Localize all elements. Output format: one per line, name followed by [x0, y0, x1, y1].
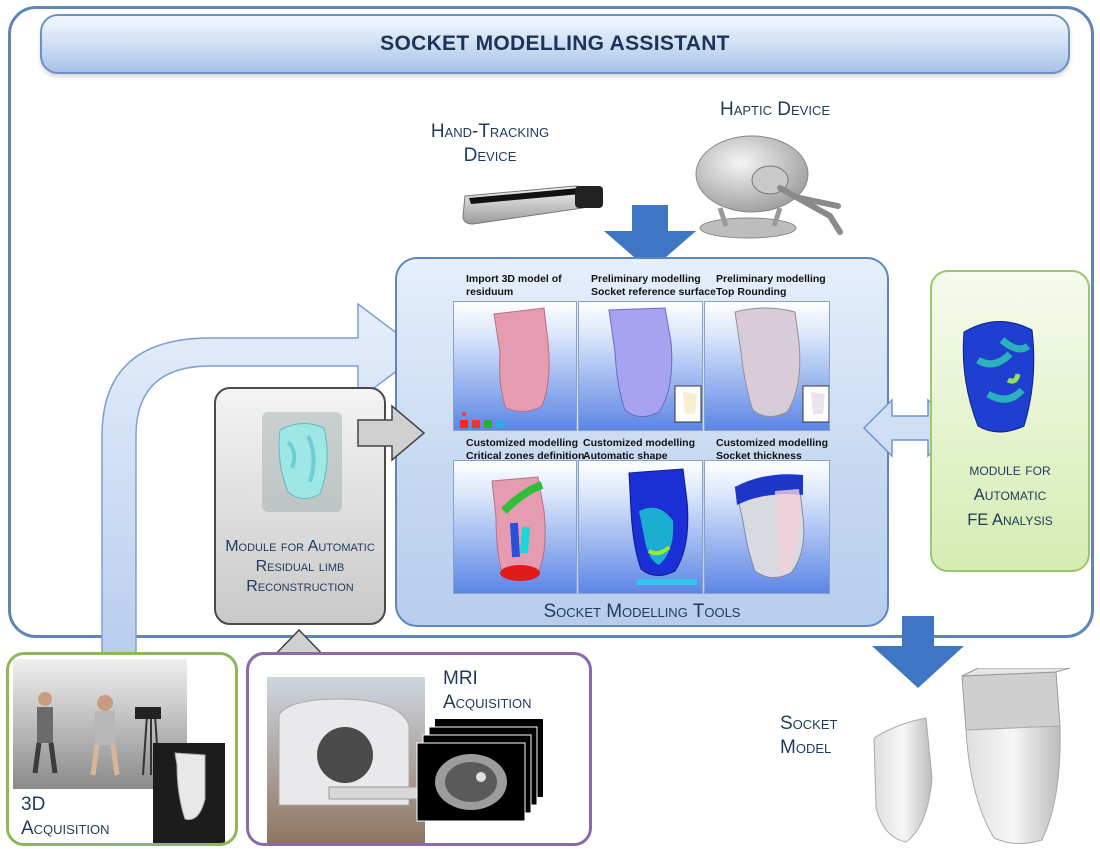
- screen-socket-thickness: [704, 460, 830, 594]
- socket-model-label-line: Model: [780, 736, 832, 758]
- mri-label-line: Acquisition: [443, 691, 532, 713]
- screen-reference-surface: [578, 301, 703, 431]
- haptic-device-label: Haptic Device: [719, 99, 831, 120]
- acquisition-3d-box: 3D Acquisition: [6, 652, 238, 846]
- title-banner: SOCKET MODELLING ASSISTANT: [40, 14, 1070, 74]
- step-title-reference-surface: Preliminary modelling Socket reference s…: [591, 273, 716, 299]
- step-title-top-rounding: Preliminary modelling Top Rounding: [716, 273, 836, 299]
- tools-caption: Socket Modelling Tools: [543, 601, 741, 622]
- step-title-line: Top Rounding: [716, 286, 787, 299]
- step-title-line: Critical zones definition: [466, 450, 585, 463]
- screen-top-rounding: [704, 301, 830, 431]
- flow-arrow-3d-to-tools: [101, 302, 424, 663]
- fe-mesh-icon: [962, 321, 1035, 433]
- step-title-line: Customized modelling: [716, 437, 829, 449]
- socket-model-label: Socket Model: [780, 712, 860, 760]
- step-title-line: Customized modelling: [466, 437, 579, 449]
- hand-tracking-label: Hand-Tracking Device: [430, 121, 550, 166]
- screen-import-residuum: [453, 301, 577, 431]
- acquisition-3d-photo: [13, 659, 225, 843]
- haptic-device-icon: [695, 135, 843, 239]
- socket-model-label-line: Socket: [780, 713, 838, 734]
- step-title-import: Import 3D model of residuum: [466, 273, 586, 299]
- mri-photo: [267, 677, 543, 843]
- step-title-line: Socket thickness: [716, 450, 802, 463]
- arrow-reconstruction-to-tools: [357, 404, 426, 462]
- reconstruction-module-label: Module for Automatic Residual limb Recon…: [225, 538, 375, 595]
- acquisition-3d-label: 3D Acquisition: [21, 793, 131, 841]
- socket-model-images: [873, 668, 1071, 844]
- step-title-line: Import 3D model of: [466, 273, 562, 285]
- acquisition-3d-label-line: 3D: [21, 794, 46, 815]
- step-title-socket-thickness: Customized modelling Socket thickness: [716, 437, 836, 463]
- page-title: SOCKET MODELLING ASSISTANT: [380, 32, 730, 55]
- screen-shape-modification: [578, 460, 703, 594]
- step-title-line: Preliminary modelling: [591, 273, 701, 285]
- acquisition-3d-label-line: Acquisition: [21, 817, 110, 839]
- fe-label-line: module for: [969, 461, 1051, 479]
- mri-acquisition-label: MRI Acquisition: [443, 667, 563, 715]
- mri-label-line: MRI: [443, 668, 478, 689]
- down-arrow-socket-output: [872, 616, 964, 688]
- mri-acquisition-box: MRI Acquisition: [246, 652, 592, 846]
- reconstructed-limb-icon: [262, 412, 342, 512]
- hand-tracking-device-icon: [462, 185, 603, 225]
- step-title-critical-zones: Customized modelling Critical zones defi…: [466, 437, 586, 463]
- step-title-line: Socket reference surface: [591, 286, 716, 299]
- fe-label-line: FE Analysis: [967, 510, 1053, 529]
- fe-analysis-label: module for Automatic FE Analysis: [930, 458, 1090, 532]
- down-arrow-devices: [604, 205, 696, 271]
- screen-critical-zones: [453, 460, 577, 594]
- fe-label-line: Automatic: [973, 485, 1047, 504]
- step-title-line: Customized modelling: [583, 437, 696, 449]
- step-title-line: residuum: [466, 286, 514, 299]
- step-title-line: Preliminary modelling: [716, 273, 826, 285]
